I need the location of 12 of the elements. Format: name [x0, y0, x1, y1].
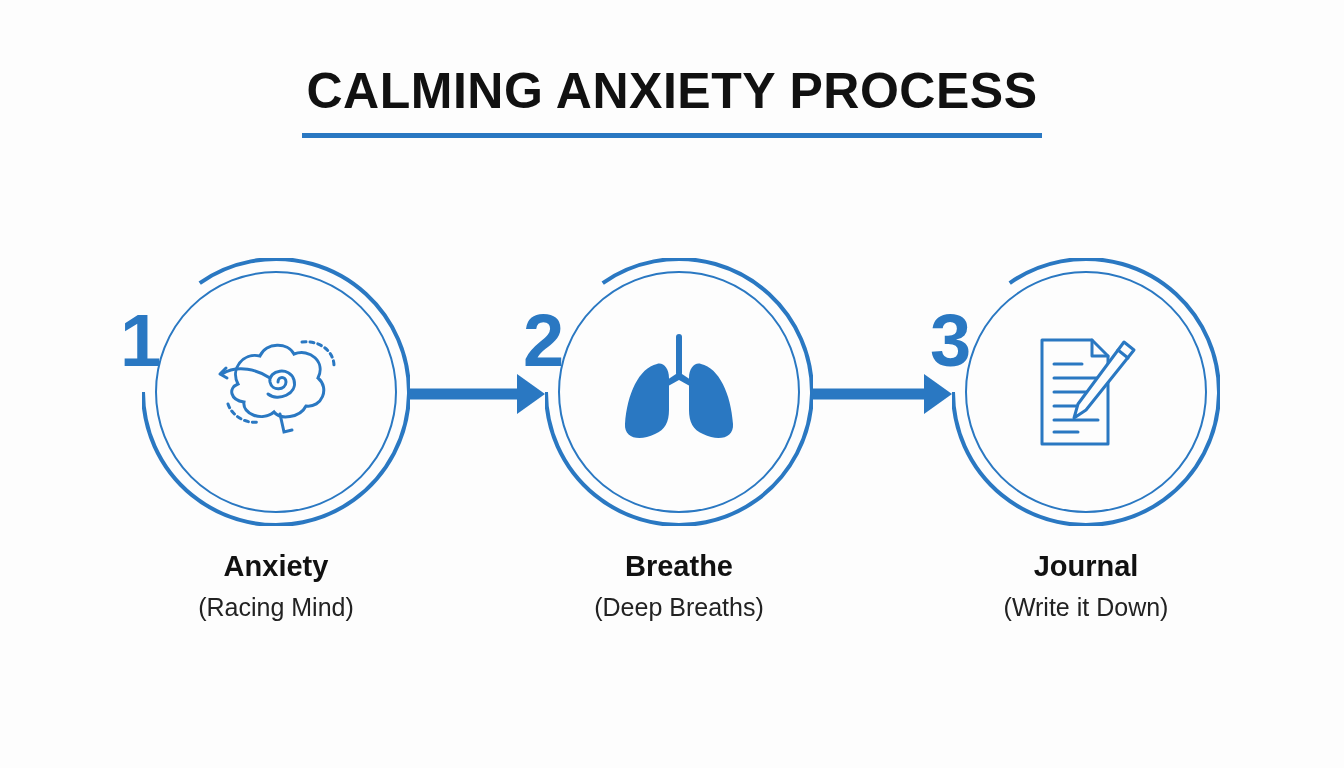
step-number: 3: [930, 304, 972, 378]
arrow: [813, 374, 952, 414]
step-heading: Journal: [1032, 550, 1140, 583]
step-description: (Racing Mind): [197, 593, 355, 622]
title: CALMING ANXIETY PROCESS: [305, 62, 1039, 120]
step-number: 2: [523, 304, 565, 378]
step-number: 1: [120, 304, 162, 378]
step-heading: Breathe: [624, 550, 734, 583]
step-description: (Write it Down): [1002, 593, 1170, 622]
step-heading: Anxiety: [222, 550, 330, 583]
arrow: [410, 374, 545, 414]
step-description: (Deep Breaths): [593, 593, 765, 622]
